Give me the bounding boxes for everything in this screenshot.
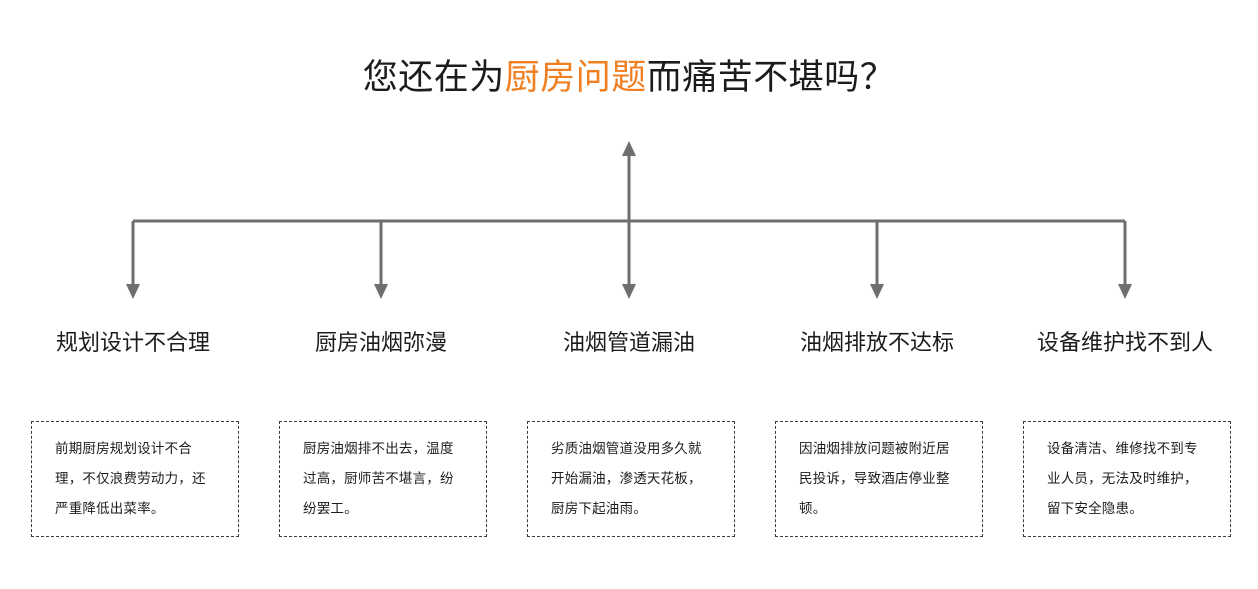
up-arrowhead-icon bbox=[622, 141, 636, 156]
description-text-2: 厨房油烟排不出去，温度过高，厨师苦不堪言，纷纷罢工。 bbox=[303, 441, 454, 517]
column-heading-2: 厨房油烟弥漫 bbox=[314, 331, 447, 356]
page-title: 您还在为厨房问题而痛苦不堪吗？ bbox=[0, 55, 1258, 101]
down-arrowhead-icon-2 bbox=[374, 284, 388, 299]
down-arrowhead-icon-4 bbox=[870, 284, 884, 299]
column-heading-5: 设备维护找不到人 bbox=[1036, 331, 1213, 356]
description-card-1: 前期厨房规划设计不合理，不仅浪费劳动力，还严重降低出菜率。 bbox=[31, 421, 239, 537]
description-cards: 前期厨房规划设计不合理，不仅浪费劳动力，还严重降低出菜率。 厨房油烟排不出去，温… bbox=[0, 421, 1258, 541]
description-text-1: 前期厨房规划设计不合理，不仅浪费劳动力，还严重降低出菜率。 bbox=[55, 441, 206, 517]
page-title-suffix: 而痛苦不堪吗？ bbox=[646, 58, 896, 98]
description-card-5: 设备清洁、维修找不到专业人员，无法及时维护，留下安全隐患。 bbox=[1023, 421, 1231, 537]
down-arrowhead-icon-3 bbox=[622, 284, 636, 299]
description-text-4: 因油烟排放问题被附近居民投诉，导致酒店停业整顿。 bbox=[799, 441, 950, 517]
page-title-highlight: 厨房问题 bbox=[504, 58, 647, 98]
column-heading-3: 油烟管道漏油 bbox=[562, 331, 695, 356]
description-card-3: 劣质油烟管道没用多久就开始漏油，渗透天花板，厨房下起油雨。 bbox=[527, 421, 735, 537]
column-headings: 规划设计不合理 厨房油烟弥漫 油烟管道漏油 油烟排放不达标 设备维护找不到人 bbox=[0, 327, 1258, 367]
description-text-3: 劣质油烟管道没用多久就开始漏油，渗透天花板，厨房下起油雨。 bbox=[551, 441, 702, 517]
description-card-4: 因油烟排放问题被附近居民投诉，导致酒店停业整顿。 bbox=[775, 421, 983, 537]
column-heading-1: 规划设计不合理 bbox=[55, 331, 210, 356]
description-card-2: 厨房油烟排不出去，温度过高，厨师苦不堪言，纷纷罢工。 bbox=[279, 421, 487, 537]
page-title-prefix: 您还在为 bbox=[362, 58, 505, 98]
down-arrowhead-icon-5 bbox=[1118, 284, 1132, 299]
description-text-5: 设备清洁、维修找不到专业人员，无法及时维护，留下安全隐患。 bbox=[1047, 441, 1198, 517]
down-arrowhead-icon-1 bbox=[126, 284, 140, 299]
column-heading-4: 油烟排放不达标 bbox=[799, 331, 954, 356]
